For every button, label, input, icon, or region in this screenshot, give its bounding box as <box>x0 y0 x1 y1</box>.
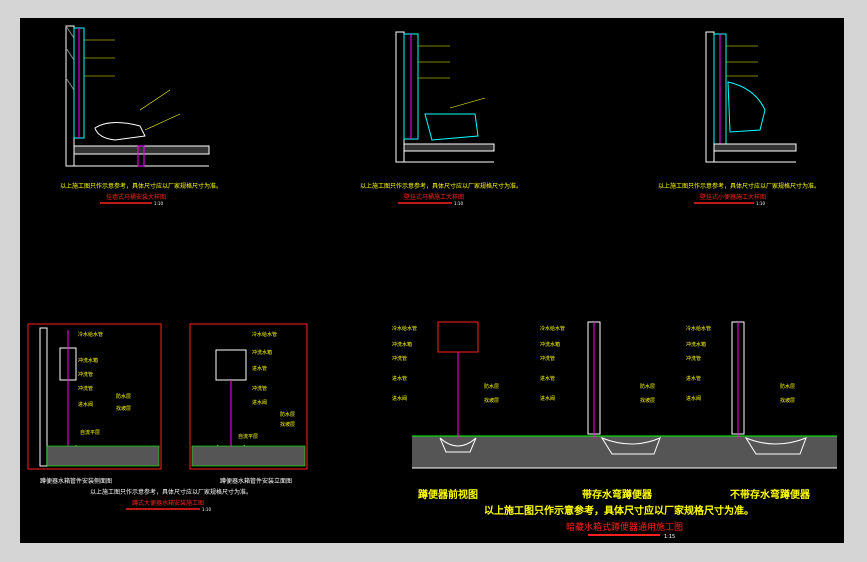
svg-text:冷水给水管: 冷水给水管 <box>78 331 103 338</box>
wall-section <box>65 25 75 167</box>
svg-text:进水管: 进水管 <box>686 375 701 382</box>
svg-text:自流平层: 自流平层 <box>238 433 258 440</box>
caption-front-view: 蹲便器前视图 <box>418 488 478 501</box>
detail-top-right: 以上施工图只作示意参考，具体尺寸应以厂家规格尺寸为准。 壁挂式小便器施工大样图 … <box>658 31 820 206</box>
title-bottom-left: 蹲式大便器水箱安装施工图 <box>132 499 204 507</box>
svg-text:进水阀: 进水阀 <box>540 395 555 402</box>
drain-pipe <box>137 145 145 167</box>
floor-fill <box>191 445 306 467</box>
toilet-bowl <box>424 113 479 141</box>
svg-text:冲洗水箱: 冲洗水箱 <box>540 341 560 348</box>
scale-bottom-left: 1:10 <box>202 507 211 512</box>
svg-text:进水管: 进水管 <box>392 375 407 382</box>
flush-tank <box>215 349 247 381</box>
wall-section <box>395 31 405 163</box>
svg-text:防水层: 防水层 <box>280 411 295 418</box>
floor-slab <box>713 143 797 152</box>
title-top-right: 壁挂式小便器施工大样图 <box>700 193 766 201</box>
svg-text:找坡层: 找坡层 <box>484 397 499 404</box>
svg-text:冲洗管: 冲洗管 <box>686 355 701 362</box>
title-bottom-right: 暗藏水箱式蹲便器通用施工图 <box>566 521 683 533</box>
svg-text:冲洗水箱: 冲洗水箱 <box>252 349 272 356</box>
urinal <box>727 81 766 133</box>
squat-pan <box>439 437 477 453</box>
wall-hatch <box>65 77 75 91</box>
note-bottom-right: 以上施工图只作示意参考，具体尺寸应以厂家规格尺寸为准。 <box>484 504 754 517</box>
panel-b-frame <box>189 323 308 470</box>
svg-text:防水层: 防水层 <box>780 383 795 390</box>
caption-with-trap: 带存水弯蹲便器 <box>582 488 653 501</box>
svg-text:冲洗管: 冲洗管 <box>252 385 267 392</box>
cad-drawing-canvas: 以上施工图只作示意参考，具体尺寸应以厂家规格尺寸为准。 挂墙式马桶安装大样图 1… <box>20 18 844 543</box>
svg-text:冷水给水管: 冷水给水管 <box>252 331 277 338</box>
wall-hatch <box>65 25 75 39</box>
caption-panel-a: 蹲便器水箱管件安装侧面图 <box>40 477 112 485</box>
svg-text:进水阀: 进水阀 <box>686 395 701 402</box>
svg-text:进水阀: 进水阀 <box>252 399 267 406</box>
floor-slab <box>73 145 210 155</box>
svg-text:进水阀: 进水阀 <box>78 401 93 408</box>
scale-top-left: 1:10 <box>154 201 163 206</box>
svg-text:冲洗水箱: 冲洗水箱 <box>686 341 706 348</box>
scale-bottom-right: 1:15 <box>664 534 675 540</box>
svg-text:防水层: 防水层 <box>116 393 131 400</box>
svg-text:找坡层: 找坡层 <box>280 421 295 428</box>
svg-text:自流平层: 自流平层 <box>80 429 100 436</box>
svg-text:找坡层: 找坡层 <box>780 397 795 404</box>
svg-text:防水层: 防水层 <box>484 383 499 390</box>
tank-front <box>437 321 479 353</box>
toilet-bowl <box>94 122 146 141</box>
wall-section <box>39 327 48 467</box>
squat-pan <box>600 436 661 455</box>
labels-b: 冷水给水管 冲洗水箱 进水管 冲洗管 进水阀 防水层 找坡层 自流平层 <box>238 331 295 440</box>
svg-text:进水管: 进水管 <box>252 365 267 372</box>
panel-a-frame <box>27 323 162 470</box>
labels-with-trap: 冷水给水管 冲洗水箱 冲洗管 进水管 进水阀 防水层 找坡层 <box>540 325 655 404</box>
svg-text:防水层: 防水层 <box>640 383 655 390</box>
svg-text:冲洗水箱: 冲洗水箱 <box>392 341 412 348</box>
note-top-right: 以上施工图只作示意参考，具体尺寸应以厂家规格尺寸为准。 <box>658 182 820 190</box>
svg-text:冲洗管: 冲洗管 <box>540 355 555 362</box>
floor-fill <box>412 436 837 468</box>
scale-top-middle: 1:10 <box>454 201 463 206</box>
title-top-left: 挂墙式马桶安装大样图 <box>106 193 166 201</box>
detail-top-middle: 以上施工图只作示意参考，具体尺寸应以厂家规格尺寸为准。 壁挂式马桶施工大样图 1… <box>360 31 522 206</box>
detail-bottom-left: 冷水给水管 冲洗水箱 冲洗管 冲洗管 进水阀 防水层 找坡层 自流平层 冷水给水… <box>27 323 308 512</box>
detail-bottom-right: 冷水给水管 冲洗水箱 冲洗管 进水管 进水阀 防水层 找坡层 冷水给水管 冲洗水… <box>392 321 837 540</box>
svg-text:冷水给水管: 冷水给水管 <box>686 325 711 332</box>
note-bottom-left: 以上施工图只作示意参考，具体尺寸应以厂家规格尺寸为准。 <box>90 488 252 496</box>
floor-fill <box>46 445 160 467</box>
svg-text:冲洗管: 冲洗管 <box>78 371 93 378</box>
svg-text:冷水给水管: 冷水给水管 <box>540 325 565 332</box>
floor-slab <box>403 143 495 152</box>
svg-text:冲洗水箱: 冲洗水箱 <box>78 357 98 364</box>
squat-pan <box>744 436 807 455</box>
svg-text:冲洗管: 冲洗管 <box>78 385 93 392</box>
svg-text:进水管: 进水管 <box>540 375 555 382</box>
labels-without-trap: 冷水给水管 冲洗水箱 冲洗管 进水管 进水阀 防水层 找坡层 <box>686 325 795 404</box>
note-top-left: 以上施工图只作示意参考，具体尺寸应以厂家规格尺寸为准。 <box>60 182 222 190</box>
labels-a: 冷水给水管 冲洗水箱 冲洗管 冲洗管 进水阀 防水层 找坡层 自流平层 <box>78 331 131 436</box>
detail-top-left: 以上施工图只作示意参考，具体尺寸应以厂家规格尺寸为准。 挂墙式马桶安装大样图 1… <box>60 25 222 206</box>
svg-text:进水阀: 进水阀 <box>392 395 407 402</box>
labels-front: 冷水给水管 冲洗水箱 冲洗管 进水管 进水阀 防水层 找坡层 <box>392 325 499 404</box>
wall-hatch <box>65 47 75 61</box>
scale-top-right: 1:10 <box>756 201 765 206</box>
title-top-middle: 壁挂式马桶施工大样图 <box>404 193 464 201</box>
note-top-middle: 以上施工图只作示意参考，具体尺寸应以厂家规格尺寸为准。 <box>360 182 522 190</box>
svg-text:找坡层: 找坡层 <box>640 397 655 404</box>
wall-section <box>705 31 715 163</box>
caption-without-trap: 不带存水弯蹲便器 <box>730 488 811 501</box>
cad-drawing: 以上施工图只作示意参考，具体尺寸应以厂家规格尺寸为准。 挂墙式马桶安装大样图 1… <box>27 25 837 540</box>
svg-text:冲洗管: 冲洗管 <box>392 355 407 362</box>
svg-text:找坡层: 找坡层 <box>116 405 131 412</box>
caption-panel-b: 蹲便器水箱管件安装立面图 <box>220 477 292 485</box>
svg-text:冷水给水管: 冷水给水管 <box>392 325 417 332</box>
